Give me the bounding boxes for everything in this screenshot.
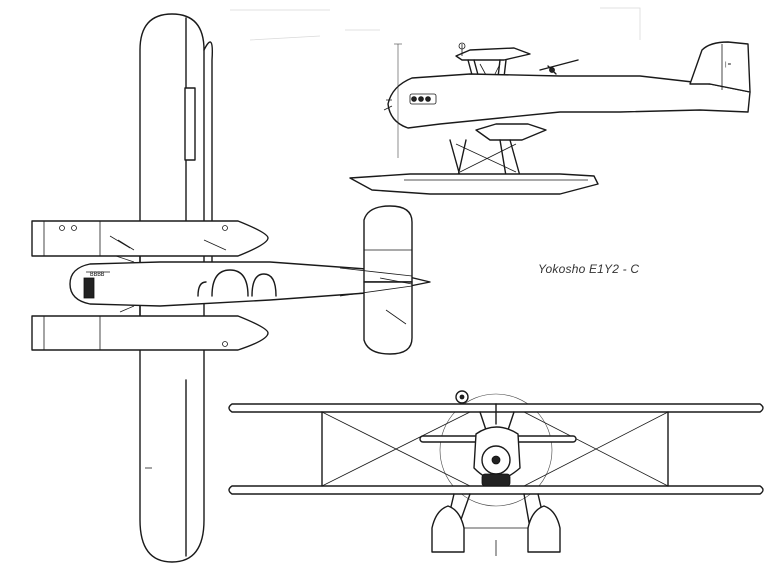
- side-tail-fin: [689, 41, 751, 93]
- aileron: [184, 87, 196, 161]
- side-float: [349, 173, 599, 195]
- side-upper-wing: [455, 47, 531, 61]
- front-float-right: [527, 505, 561, 553]
- plan-float-upper: [31, 220, 269, 257]
- front-view: [228, 390, 764, 556]
- front-float-left: [431, 505, 465, 553]
- caption: Yokosho E1Y2 - C: [538, 262, 640, 276]
- front-lower-wing: [228, 485, 764, 495]
- plan-float-lower: [31, 315, 269, 351]
- side-view: |=: [349, 41, 751, 195]
- svg-text:BBBB: BBBB: [90, 271, 105, 278]
- background-bleed: [230, 7, 641, 41]
- propeller-disc: [439, 393, 553, 507]
- svg-text:|=: |=: [724, 61, 732, 68]
- side-lower-wing: [475, 123, 547, 141]
- plan-tailplane: [363, 205, 413, 283]
- plan-fuselage: [69, 261, 431, 307]
- side-fuselage: [387, 73, 751, 129]
- plan-view: BBBB: [31, 13, 431, 563]
